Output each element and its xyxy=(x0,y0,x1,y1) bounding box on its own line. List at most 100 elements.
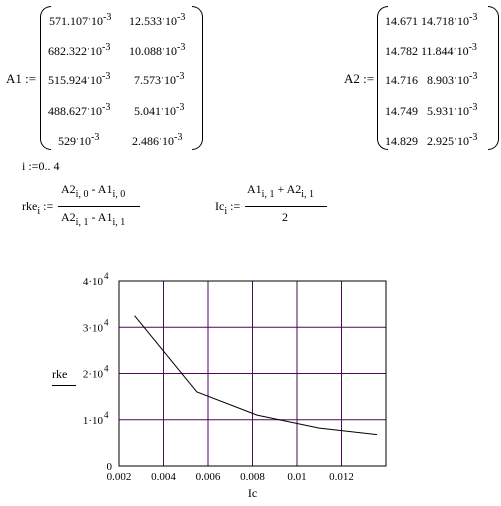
rke-num-a: A2 xyxy=(61,182,76,196)
a1-cell-r1-c1: 10.088·10-3 xyxy=(129,42,185,59)
a2-cell-r4-c0: 14.829 xyxy=(385,134,418,149)
rke-num-a-sub: i, 0 xyxy=(75,189,89,200)
a2-mantissa: 14.718 xyxy=(421,14,454,28)
ic-num-plus: + xyxy=(277,182,285,196)
rke-denominator: A2i, 1 - A1i, 1 xyxy=(61,210,126,228)
a1-mantissa: 10.088 xyxy=(129,44,162,58)
plot-frame xyxy=(118,280,387,467)
grid-layer xyxy=(119,281,386,466)
a1-base: 10 xyxy=(165,44,177,58)
a1-mantissa: 571.107 xyxy=(49,14,88,28)
a1-cell-r4-c1: 2.486·10-3 xyxy=(132,132,183,149)
range-var: i xyxy=(22,159,26,173)
multiply-dot: · xyxy=(87,44,90,54)
a1-name: A1 xyxy=(6,71,22,86)
a2-exponent: -3 xyxy=(469,12,478,23)
y-tick-label: 2·10 xyxy=(83,369,104,381)
rke-numerator: A2i, 0 - A1i, 0 xyxy=(61,182,126,200)
a1-mantissa: 7.573 xyxy=(134,73,161,87)
ic-assign: := xyxy=(230,199,241,213)
a2-exponent: -3 xyxy=(469,132,478,143)
x-tick-label: 0.006 xyxy=(196,471,221,483)
multiply-dot: · xyxy=(162,14,165,24)
a2-base: 10 xyxy=(457,73,469,87)
y-axis-label: rke xyxy=(52,367,68,381)
a1-exponent: -3 xyxy=(174,132,183,143)
rke-den-minus: - xyxy=(91,210,96,224)
multiply-dot: · xyxy=(162,44,165,54)
rke-den-b-sub: i, 1 xyxy=(112,217,126,228)
multiply-dot: · xyxy=(88,14,91,24)
rke-num-minus: - xyxy=(91,182,96,196)
multiply-dot: · xyxy=(453,44,457,54)
ic-num-a: A1 xyxy=(247,182,262,196)
rke-assign: := xyxy=(43,199,54,213)
a1-cell-r1-c0: 682.322·10-3 xyxy=(48,42,110,59)
a1-cell-r2-c0: 515.924·10-3 xyxy=(48,71,110,88)
a2-mantissa: 5.931 xyxy=(427,104,454,118)
rke-num-b-sub: i, 0 xyxy=(112,189,126,200)
multiply-dot: · xyxy=(454,73,457,83)
y-tick-exponent: 4 xyxy=(104,364,109,374)
rke-sub: i xyxy=(37,206,41,217)
ic-fraction-line xyxy=(245,206,327,207)
a2-cell-r2-c0: 14.716 xyxy=(385,73,418,88)
rke-fraction-line xyxy=(58,206,140,207)
a1-assign: := xyxy=(25,71,37,86)
a1-mantissa: 529 xyxy=(58,134,76,148)
a2-cell-r4-c1: 2.925·10-3 xyxy=(427,132,478,149)
a2-value: 14.749 xyxy=(385,104,418,118)
a1-cell-r3-c0: 488.627·10-3 xyxy=(48,102,111,119)
a1-base: 10 xyxy=(162,134,174,148)
a2-exponent: -3 xyxy=(469,102,478,113)
x-tick-label: 0.012 xyxy=(329,471,354,483)
a1-exponent: -3 xyxy=(103,12,112,23)
ic-num-b-sub: i, 1 xyxy=(301,189,315,200)
a1-exponent: -3 xyxy=(91,132,100,143)
a1-mantissa: 488.627 xyxy=(48,104,87,118)
a2-cell-r3-c0: 14.749 xyxy=(385,104,418,119)
y-tick-label: 3·10 xyxy=(83,322,104,334)
ic-numerator: A1i, 1 + A2i, 1 xyxy=(247,182,315,200)
multiply-dot: · xyxy=(159,134,162,144)
a2-cell-r1-c1: 11.844·10-3 xyxy=(421,42,477,59)
range-end: 4 xyxy=(53,159,60,173)
multiply-dot: · xyxy=(454,14,457,24)
y-tick-label: 4·10 xyxy=(83,276,104,288)
ic-lhs: Ici := xyxy=(215,199,241,217)
a1-exponent: -3 xyxy=(102,102,111,113)
a1-cell-r0-c0: 571.107·10-3 xyxy=(49,12,112,29)
multiply-dot: · xyxy=(161,73,164,83)
a1-base: 10 xyxy=(79,134,91,148)
y-tick-exponent: 4 xyxy=(104,271,109,281)
a1-base: 10 xyxy=(164,73,176,87)
rke-den-b: A1 xyxy=(97,210,113,224)
a2-base: 10 xyxy=(457,104,469,118)
ic-den: 2 xyxy=(282,210,288,224)
ylabel-underline xyxy=(52,385,76,386)
a1-exponent: -3 xyxy=(177,12,186,23)
a2-base: 10 xyxy=(457,134,469,148)
a1-exponent: -3 xyxy=(176,102,185,113)
a2-assign: := xyxy=(363,71,375,86)
a2-exponent: -3 xyxy=(468,42,477,53)
a1-base: 10 xyxy=(164,104,176,118)
a2-name: A2 xyxy=(344,71,360,86)
a1-mantissa: 682.322 xyxy=(48,44,87,58)
rke-den-a-sub: i, 1 xyxy=(75,217,89,228)
rke-lhs: rkei := xyxy=(22,199,54,217)
a2-value: 14.716 xyxy=(385,73,418,87)
y-tick-exponent: 4 xyxy=(104,317,109,327)
a1-cell-r3-c1: 5.041·10-3 xyxy=(134,102,185,119)
a2-cell-r0-c1: 14.718·10-3 xyxy=(421,12,478,29)
multiply-dot: · xyxy=(454,104,457,114)
a2-value: 14.782 xyxy=(385,44,418,58)
y-tick-exponent: 4 xyxy=(104,410,109,420)
a2-label: A2 := xyxy=(344,71,374,87)
a2-value: 14.671 xyxy=(385,14,418,28)
series-line-rke xyxy=(134,315,378,436)
range-dots: .. xyxy=(44,159,51,173)
a2-cell-r0-c0: 14.671 xyxy=(385,14,418,29)
